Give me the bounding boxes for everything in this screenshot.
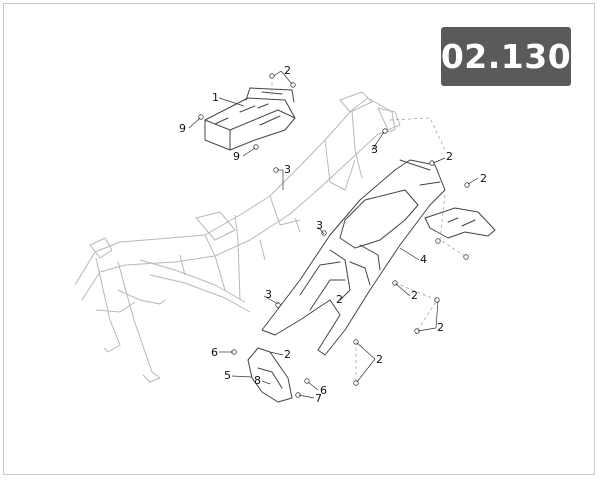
part-battery-holder (204, 87, 296, 151)
callout-labels: 1 2 2 2 2 2 2 2 2 3 3 3 3 4 5 6 6 7 8 9 … (179, 64, 487, 405)
part-rear-subframe (261, 159, 446, 356)
callout-2: 2 (480, 172, 487, 185)
callout-7: 7 (315, 392, 322, 405)
callout-2: 2 (437, 321, 444, 334)
fasteners (198, 73, 470, 398)
leader-lines (188, 70, 479, 399)
callout-2: 2 (284, 348, 291, 361)
diagram-code-badge: 02.130 (441, 27, 571, 86)
callout-6: 6 (211, 346, 218, 359)
callout-9: 9 (179, 122, 186, 135)
part-lower-bracket (247, 347, 293, 403)
callout-2: 2 (336, 293, 343, 306)
callout-2: 2 (411, 289, 418, 302)
callout-2: 2 (284, 64, 291, 77)
callout-8: 8 (254, 374, 261, 387)
callout-1: 1 (212, 91, 219, 104)
callout-3: 3 (284, 163, 291, 176)
callout-9: 9 (233, 150, 240, 163)
main-frame (74, 91, 401, 383)
callout-4: 4 (420, 253, 427, 266)
callout-3: 3 (265, 288, 272, 301)
callout-6: 6 (320, 384, 327, 397)
assembly-lines (271, 76, 469, 383)
part-rear-bracket (424, 207, 496, 239)
callout-2: 2 (446, 150, 453, 163)
callout-3: 3 (371, 143, 378, 156)
callout-2: 2 (376, 353, 383, 366)
callout-3: 3 (316, 219, 323, 232)
callout-5: 5 (224, 369, 231, 382)
